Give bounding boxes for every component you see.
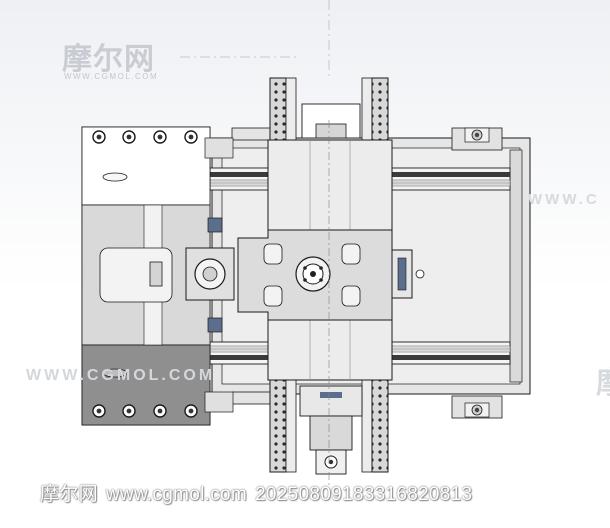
left-servo-motor	[149, 217, 235, 333]
mounting-bracket-bottom-right	[451, 395, 503, 419]
spindle-hub	[295, 256, 331, 292]
top-motor-mount	[315, 123, 347, 139]
left-fixture-block	[81, 126, 234, 426]
footer-site-name: 摩尔网	[40, 484, 98, 505]
footer-url[interactable]: www.cgmol.com	[105, 484, 248, 505]
mounting-bracket-top-right	[451, 127, 503, 151]
fixture-bolts-top	[92, 130, 198, 144]
watermark-right-logo: 摩	[596, 358, 610, 402]
watermark-logo: 摩尔网	[62, 42, 155, 77]
watermark-right: WWW.C	[528, 191, 600, 208]
bottom-motor-assembly	[299, 385, 363, 475]
watermark-row: WWW.CGMOL.COM	[26, 367, 216, 384]
footer-id-number: 20250809183316820813	[255, 484, 473, 505]
footer-caption: 摩尔网 www.cgmol.com 20250809183316820813	[40, 479, 472, 506]
right-servo-motor	[391, 249, 425, 299]
fixture-bolts-bottom	[92, 404, 198, 418]
watermark-logo-subtext: WWW.CGMOL.COM	[64, 72, 159, 81]
